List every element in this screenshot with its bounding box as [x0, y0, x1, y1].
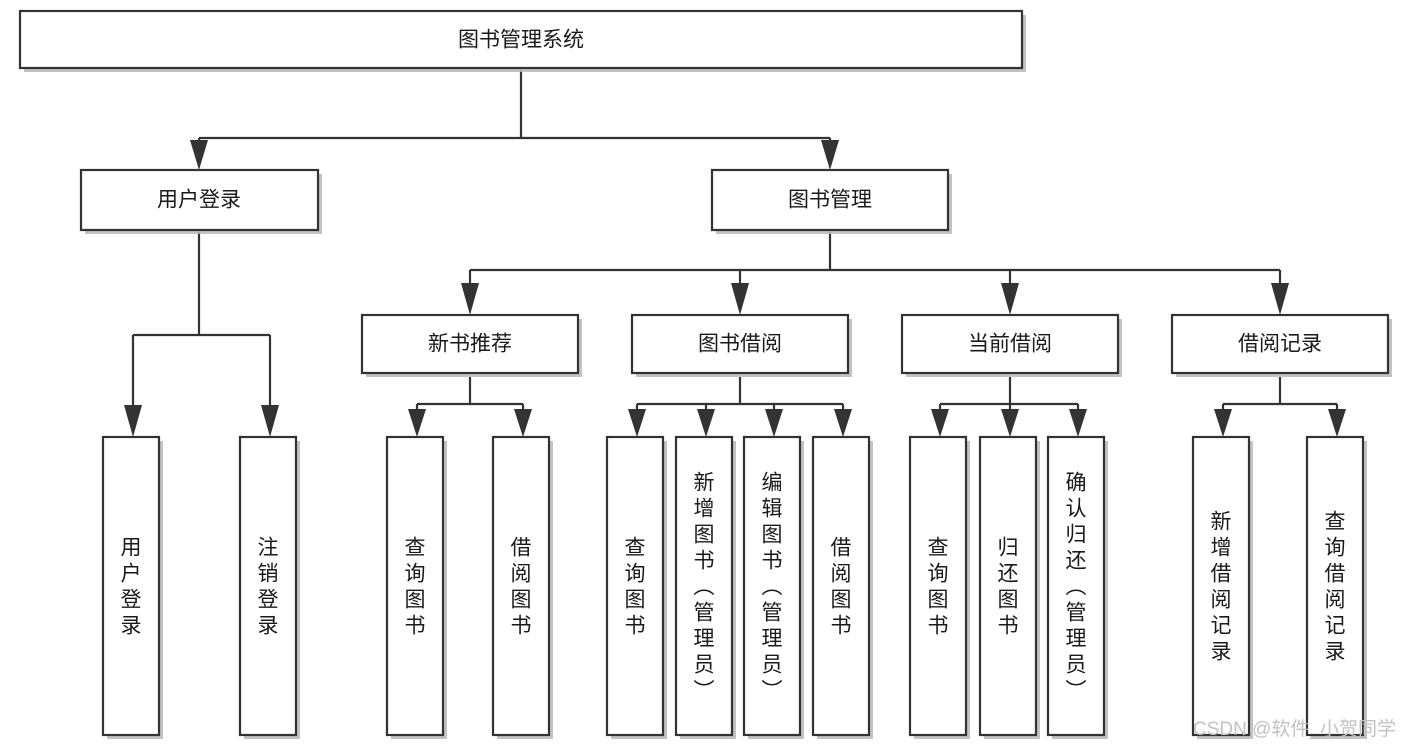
- node-leaf-query-record-label: 查询借阅记录: [1325, 510, 1346, 663]
- node-leaf-borrow-book-1-box: [491, 435, 551, 737]
- node-leaf-add-record-box: [1191, 435, 1251, 737]
- node-borrow-record-box: [1170, 313, 1390, 375]
- node-current-borrow[interactable]: 当前借阅: [900, 313, 1122, 377]
- node-leaf-logout-login-label: 注销登录: [258, 536, 279, 637]
- arrow-to-leaf-borrow-book-2: [834, 409, 852, 437]
- arrow-to-leaf-logout-login: [261, 405, 279, 437]
- arrow-to-leaf-query-book-3: [931, 409, 949, 437]
- node-root-box: [18, 9, 1024, 70]
- node-leaf-user-login[interactable]: 用户登录: [101, 435, 163, 739]
- node-current-borrow-box: [900, 313, 1120, 375]
- node-book-management-label: 图书管理: [788, 189, 872, 212]
- node-leaf-logout-login[interactable]: 注销登录: [238, 435, 300, 739]
- node-leaf-user-login-label: 用户登录: [121, 536, 142, 637]
- node-leaf-confirm-return[interactable]: 确认归还︵管理员︶: [1046, 435, 1108, 739]
- arrow-to-leaf-query-book-1: [408, 409, 426, 437]
- node-leaf-query-book-1[interactable]: 查询图书: [385, 435, 447, 739]
- node-current-borrow-label: 当前借阅: [968, 333, 1052, 356]
- node-book-borrow[interactable]: 图书借阅: [630, 313, 852, 377]
- node-user-login[interactable]: 用户登录: [79, 168, 322, 234]
- node-new-book-recommend[interactable]: 新书推荐: [360, 313, 582, 377]
- node-leaf-add-book-box: [674, 435, 734, 737]
- arrow-to-leaf-user-login: [124, 405, 142, 437]
- node-leaf-add-book-label: 新增图书︵管理员︶: [694, 471, 715, 702]
- node-leaf-add-book[interactable]: 新增图书︵管理员︶: [674, 435, 736, 739]
- node-leaf-borrow-book-1-label: 借阅图书: [511, 536, 532, 637]
- edges-layer: [124, 70, 1346, 437]
- node-leaf-return-book-label: 归还图书: [998, 536, 1019, 637]
- arrow-to-leaf-query-book-2: [628, 409, 646, 437]
- node-root-label: 图书管理系统: [458, 29, 584, 52]
- node-leaf-borrow-book-2-box: [811, 435, 871, 737]
- node-leaf-confirm-return-box: [1046, 435, 1106, 737]
- arrow-to-leaf-confirm-return: [1069, 409, 1087, 437]
- arrow-root-to-user-login: [190, 140, 208, 170]
- node-borrow-record-label: 借阅记录: [1238, 333, 1322, 356]
- arrow-to-leaf-borrow-book-1: [514, 409, 532, 437]
- node-leaf-user-login-box: [101, 435, 161, 737]
- node-book-management[interactable]: 图书管理: [710, 168, 952, 234]
- node-user-login-label: 用户登录: [157, 189, 241, 212]
- node-leaf-edit-book-label: 编辑图书︵管理员︶: [762, 471, 783, 702]
- node-leaf-add-record-label: 新增借阅记录: [1211, 510, 1232, 663]
- arrow-to-book-borrow: [731, 283, 749, 315]
- node-new-book-recommend-box: [360, 313, 580, 375]
- node-leaf-add-record[interactable]: 新增借阅记录: [1191, 435, 1253, 739]
- node-leaf-query-book-3[interactable]: 查询图书: [908, 435, 970, 739]
- node-leaf-query-book-1-label: 查询图书: [405, 536, 426, 637]
- node-borrow-record[interactable]: 借阅记录: [1170, 313, 1392, 377]
- csdn-watermark: CSDN @软件_小贺同学: [1193, 718, 1396, 740]
- node-book-borrow-box: [630, 313, 850, 375]
- arrow-to-current-borrow: [1001, 283, 1019, 315]
- node-new-book-recommend-label: 新书推荐: [428, 333, 512, 356]
- node-leaf-borrow-book-1[interactable]: 借阅图书: [491, 435, 553, 739]
- node-leaf-query-book-2[interactable]: 查询图书: [605, 435, 667, 739]
- node-leaf-query-book-1-box: [385, 435, 445, 737]
- node-leaf-borrow-book-2[interactable]: 借阅图书: [811, 435, 873, 739]
- node-root[interactable]: 图书管理系统: [18, 9, 1026, 72]
- node-leaf-return-book-box: [978, 435, 1038, 737]
- node-leaf-query-book-3-box: [908, 435, 968, 737]
- node-leaf-query-record-box: [1305, 435, 1365, 737]
- node-leaf-query-book-3-label: 查询图书: [928, 536, 949, 637]
- node-leaf-query-book-2-box: [605, 435, 665, 737]
- arrow-to-leaf-add-book: [697, 409, 715, 437]
- arrow-to-leaf-return-book: [1001, 409, 1019, 437]
- arrow-to-leaf-query-record: [1328, 409, 1346, 437]
- node-leaf-edit-book-box: [742, 435, 802, 737]
- node-book-management-box: [710, 168, 950, 232]
- node-leaf-logout-login-box: [238, 435, 298, 737]
- node-leaf-query-book-2-label: 查询图书: [625, 536, 646, 637]
- node-book-borrow-label: 图书借阅: [698, 333, 782, 356]
- arrow-to-borrow-record: [1271, 283, 1289, 315]
- node-leaf-edit-book[interactable]: 编辑图书︵管理员︶: [742, 435, 804, 739]
- node-user-login-box: [79, 168, 320, 232]
- node-leaf-borrow-book-2-label: 借阅图书: [831, 536, 852, 637]
- node-leaf-confirm-return-label: 确认归还︵管理员︶: [1066, 471, 1087, 702]
- arrow-to-leaf-add-record: [1214, 409, 1232, 437]
- arrow-to-leaf-edit-book: [765, 409, 783, 437]
- arrow-root-to-book-management: [821, 140, 839, 170]
- node-leaf-query-record[interactable]: 查询借阅记录: [1305, 435, 1367, 739]
- node-leaf-return-book[interactable]: 归还图书: [978, 435, 1040, 739]
- arrow-to-new-book-recommend: [461, 283, 479, 315]
